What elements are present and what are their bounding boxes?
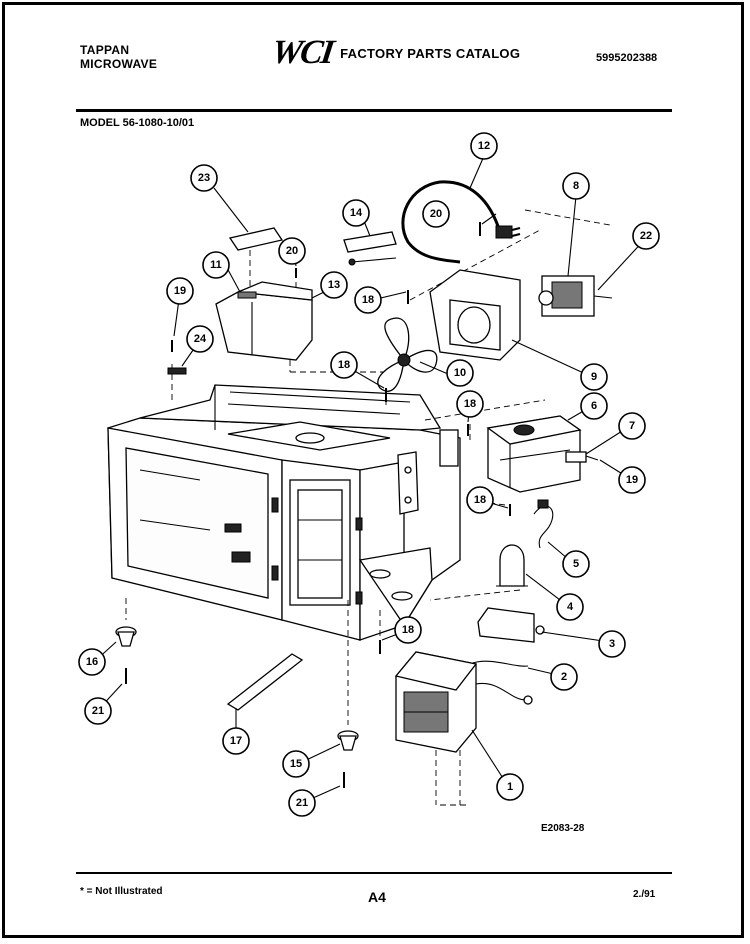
part-5-diode bbox=[533, 499, 554, 549]
callout-19-left: 19 bbox=[166, 277, 194, 305]
callout-label: 20 bbox=[430, 208, 442, 220]
callout-9: 9 bbox=[580, 363, 608, 391]
part-12-power-cord bbox=[401, 180, 521, 264]
callout-label: 15 bbox=[290, 758, 302, 770]
callout-label: 18 bbox=[402, 624, 414, 636]
part-14-fuse-holder bbox=[343, 231, 397, 266]
callout-10: 10 bbox=[446, 359, 474, 387]
part-1-transformer bbox=[394, 651, 533, 753]
callout-18-base: 18 bbox=[394, 616, 422, 644]
callout-15: 15 bbox=[282, 750, 310, 778]
page-number: A4 bbox=[368, 889, 386, 905]
screws bbox=[125, 222, 511, 788]
callout-label: 20 bbox=[286, 245, 298, 257]
footer-rule bbox=[76, 872, 672, 874]
callout-8: 8 bbox=[562, 172, 590, 200]
callout-18-fan-bracket: 18 bbox=[354, 286, 382, 314]
callout-17: 17 bbox=[222, 727, 250, 755]
callout-label: 5 bbox=[573, 558, 579, 570]
callout-label: 19 bbox=[174, 285, 186, 297]
callout-label: 11 bbox=[210, 259, 222, 271]
part-24-clip bbox=[167, 367, 187, 375]
callout-1: 1 bbox=[496, 773, 524, 801]
callout-13: 13 bbox=[320, 271, 348, 299]
callout-label: 7 bbox=[629, 420, 635, 432]
callout-label: 21 bbox=[92, 705, 104, 717]
brand-name: TAPPAN bbox=[80, 43, 130, 57]
callout-7: 7 bbox=[618, 412, 646, 440]
part-17-door-seal-strip bbox=[226, 653, 304, 711]
oven-cavity-chassis bbox=[107, 384, 461, 641]
callout-18-diode: 18 bbox=[466, 486, 494, 514]
part-3-capacitor bbox=[477, 607, 545, 643]
product-type: MICROWAVE bbox=[80, 57, 158, 71]
callout-21-left: 21 bbox=[84, 697, 112, 725]
callout-21-bottom: 21 bbox=[288, 789, 316, 817]
callout-11: 11 bbox=[202, 251, 230, 279]
callout-label: 18 bbox=[362, 294, 374, 306]
callout-label: 9 bbox=[591, 371, 597, 383]
callout-label: 22 bbox=[640, 230, 652, 242]
callout-label: 18 bbox=[338, 359, 350, 371]
callout-22: 22 bbox=[632, 222, 660, 250]
callout-label: 14 bbox=[350, 207, 363, 219]
part-8-fan-motor bbox=[538, 275, 613, 317]
part-15-foot bbox=[337, 730, 359, 751]
part-16-foot bbox=[115, 626, 137, 647]
brand-block: TAPPAN MICROWAVE bbox=[80, 43, 157, 71]
callout-12: 12 bbox=[470, 132, 498, 160]
callout-24: 24 bbox=[186, 325, 214, 353]
header-rule bbox=[76, 109, 672, 112]
part-11-air-duct bbox=[215, 281, 313, 361]
callout-label: 2 bbox=[561, 671, 567, 683]
part-7-thermal-cutout bbox=[565, 451, 599, 463]
callout-label: 24 bbox=[194, 333, 207, 345]
part-6-magnetron bbox=[486, 415, 582, 493]
drawing-reference: E2083-28 bbox=[541, 823, 585, 834]
not-illustrated-note: * = Not Illustrated bbox=[80, 886, 163, 897]
callout-label: 4 bbox=[567, 601, 574, 613]
revision-date: 2./91 bbox=[633, 889, 656, 900]
callout-3: 3 bbox=[598, 630, 626, 658]
callout-4: 4 bbox=[556, 593, 584, 621]
part-2-wire-harness bbox=[469, 660, 529, 667]
callout-6: 6 bbox=[580, 392, 608, 420]
catalog-number: 5995202388 bbox=[596, 52, 658, 64]
callout-label: 17 bbox=[230, 735, 242, 747]
callout-label: 6 bbox=[591, 400, 597, 412]
callout-23: 23 bbox=[190, 164, 218, 192]
part-4-capacitor-clamp bbox=[496, 544, 528, 587]
catalog-title: FACTORY PARTS CATALOG bbox=[340, 45, 521, 61]
callout-label: 21 bbox=[296, 797, 308, 809]
callout-label: 8 bbox=[573, 180, 579, 192]
callout-label: 10 bbox=[454, 367, 466, 379]
callout-label: 16 bbox=[86, 656, 98, 668]
model-number: MODEL 56-1080-10/01 bbox=[80, 117, 195, 129]
callout-20-duct: 20 bbox=[278, 237, 306, 265]
callout-14: 14 bbox=[342, 199, 370, 227]
callout-20-cord: 20 bbox=[422, 200, 450, 228]
callout-label: 23 bbox=[198, 172, 210, 184]
callout-label: 3 bbox=[609, 638, 615, 650]
callout-label: 19 bbox=[626, 474, 638, 486]
callout-19-right: 19 bbox=[618, 466, 646, 494]
callout-5: 5 bbox=[562, 550, 590, 578]
callout-label: 18 bbox=[474, 494, 486, 506]
callout-16: 16 bbox=[78, 648, 106, 676]
part-23-insulation-pad bbox=[228, 227, 284, 251]
callout-label: 1 bbox=[507, 781, 513, 793]
part-9-fan-bracket bbox=[429, 269, 521, 361]
callout-18-magnetron: 18 bbox=[456, 390, 484, 418]
part-10-fan-blade bbox=[377, 317, 438, 392]
callout-label: 18 bbox=[464, 398, 476, 410]
callout-label: 13 bbox=[328, 279, 340, 291]
catalog-header: WCI FACTORY PARTS CATALOG bbox=[269, 34, 521, 71]
callout-2: 2 bbox=[550, 663, 578, 691]
callout-18-cavity: 18 bbox=[330, 351, 358, 379]
callout-label: 12 bbox=[478, 140, 490, 152]
